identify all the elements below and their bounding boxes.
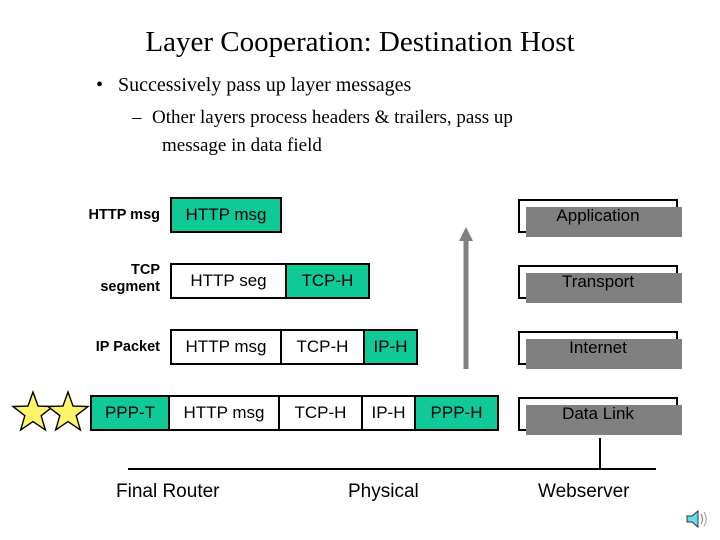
bullet-level1: • Successively pass up layer messages (96, 74, 411, 97)
pdu-field: IP-H (363, 329, 418, 365)
pdu-field: TCP-H (285, 263, 370, 299)
star-icon (46, 390, 90, 432)
bullet-level2-text: Other layers process headers & trailers,… (152, 107, 513, 128)
pdu-row-label: HTTP msg (55, 207, 160, 224)
pdu-row-label-line: segment (100, 279, 160, 295)
pdu-field: HTTP seg (170, 263, 287, 299)
pdu-field: HTTP msg (170, 197, 282, 233)
pdu-field: PPP-T (90, 395, 170, 431)
up-arrow-icon (459, 227, 473, 369)
bullet-level2-text-cont: message in data field (162, 135, 322, 156)
layer-box-data-link[interactable]: Data Link (518, 397, 682, 435)
speaker-icon[interactable] (685, 508, 711, 530)
pdu-field: HTTP msg (168, 395, 280, 431)
pdu-field: PPP-H (414, 395, 499, 431)
layer-box-label: Data Link (562, 404, 634, 423)
datalink-connector-line (599, 438, 601, 469)
bullet-dash-icon: – (132, 107, 142, 128)
pdu-field: IP-H (361, 395, 416, 431)
pdu-row-label-line: HTTP msg (88, 207, 160, 223)
bullet-level1-text: Successively pass up layer messages (118, 74, 412, 96)
pdu-field: TCP-H (280, 329, 365, 365)
layer-box-label: Transport (561, 272, 635, 291)
pdu-field: HTTP msg (170, 329, 282, 365)
layer-box-internet[interactable]: Internet (518, 331, 682, 369)
pdu-row-label-line: TCP (131, 262, 160, 278)
layer-box-label: Internet (569, 338, 627, 357)
layer-box-label: Application (556, 206, 640, 225)
layer-box-transport[interactable]: Transport (518, 265, 682, 303)
bottom-label-webserver: Webserver (538, 481, 630, 502)
bullet-level2: –Other layers process headers & trailers… (132, 104, 652, 160)
pdu-row-label: IP Packet (55, 339, 160, 356)
pdu-field: TCP-H (278, 395, 363, 431)
pdu-row: HTTP msg (170, 197, 288, 239)
bottom-label-final-router: Final Router (116, 481, 220, 502)
layer-box-application[interactable]: Application (518, 199, 682, 237)
page-title: Layer Cooperation: Destination Host (145, 26, 575, 58)
bottom-label-physical: Physical (348, 481, 419, 502)
pdu-row-label-line: IP Packet (95, 339, 160, 355)
physical-medium-line (128, 468, 656, 470)
bullet-dot-icon: • (96, 74, 104, 96)
